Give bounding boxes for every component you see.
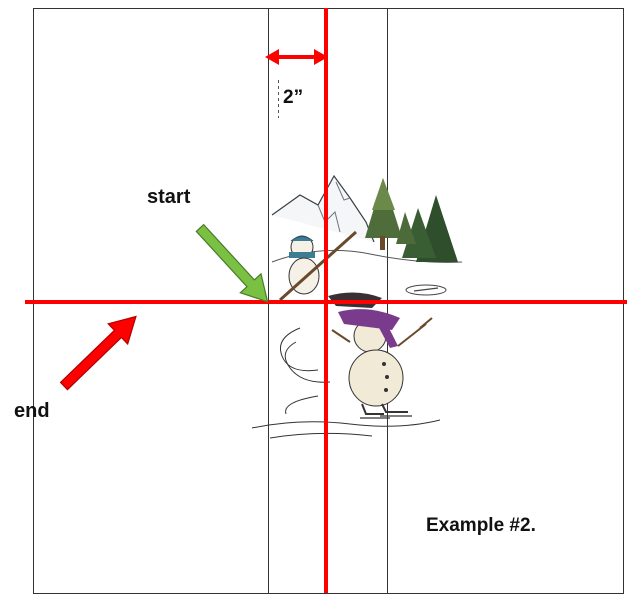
start-arrow (195, 223, 269, 303)
winter-scene-embroidery-icon (251, 174, 463, 439)
dimension-arrow (265, 49, 328, 118)
end-label: end (14, 400, 50, 422)
example-caption: Example #2. (426, 515, 536, 536)
dimension-label: 2” (283, 87, 304, 108)
end-arrow (59, 315, 137, 391)
start-label: start (147, 186, 191, 208)
